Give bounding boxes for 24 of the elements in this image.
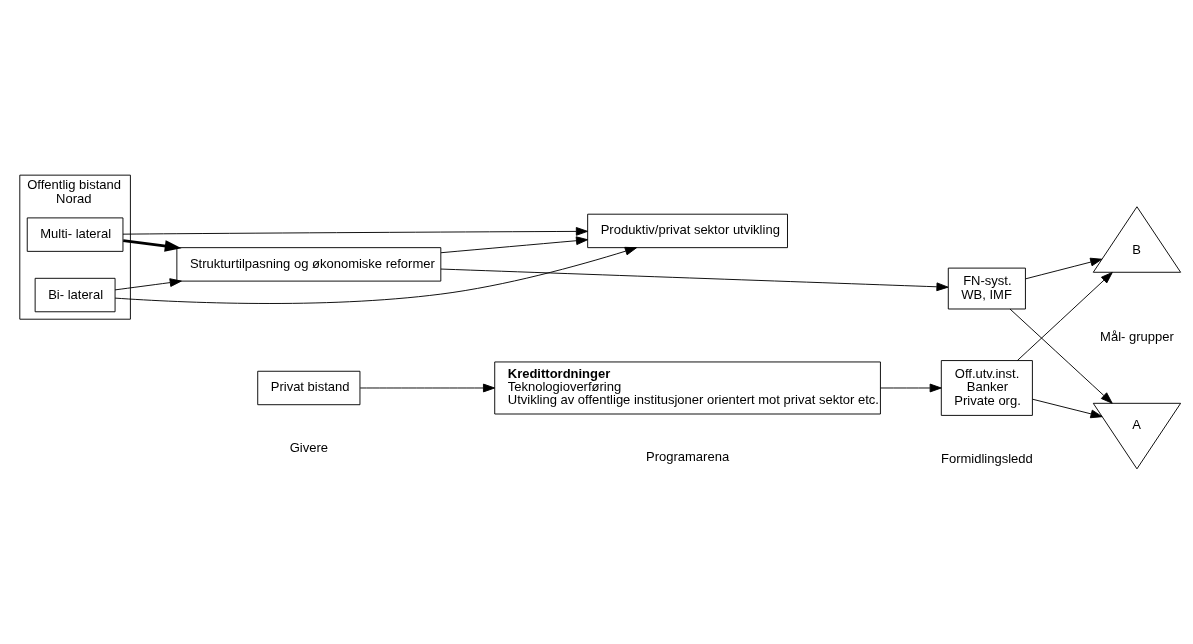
node-box: Strukturtilpasning og økonomiske reformer [176, 247, 442, 282]
node-box: Kredittordninger Teknologioverføring Utvikling av offentlige institusjoner orientert mot privat sektor etc. [494, 361, 881, 415]
node-box: Produktiv/privat sektor utvikling [587, 213, 788, 249]
node-box: FN-syst. WB, IMF [947, 267, 1026, 310]
arrow [1032, 398, 1103, 419]
arrow [123, 239, 182, 252]
arrow [122, 227, 588, 236]
node-box: Privat bistand [257, 370, 361, 406]
arrow [359, 383, 496, 393]
arrow [1009, 308, 1113, 404]
node-box: Bi- lateral [34, 277, 116, 313]
node-box: Off.utv.inst. Banker Private org. [940, 360, 1033, 416]
label: Programarena [646, 449, 730, 465]
label: Mål- grupper [1100, 329, 1174, 345]
arrow [114, 246, 637, 304]
arrow [1025, 257, 1103, 280]
label: Givere [289, 439, 328, 455]
label: Formidlingsledd [940, 450, 1033, 466]
arrow [114, 278, 182, 291]
arrow [440, 268, 949, 292]
arrow [440, 236, 589, 254]
node-box: Multi- lateral [26, 217, 124, 252]
arrow [880, 383, 942, 393]
arrow [1016, 272, 1113, 361]
